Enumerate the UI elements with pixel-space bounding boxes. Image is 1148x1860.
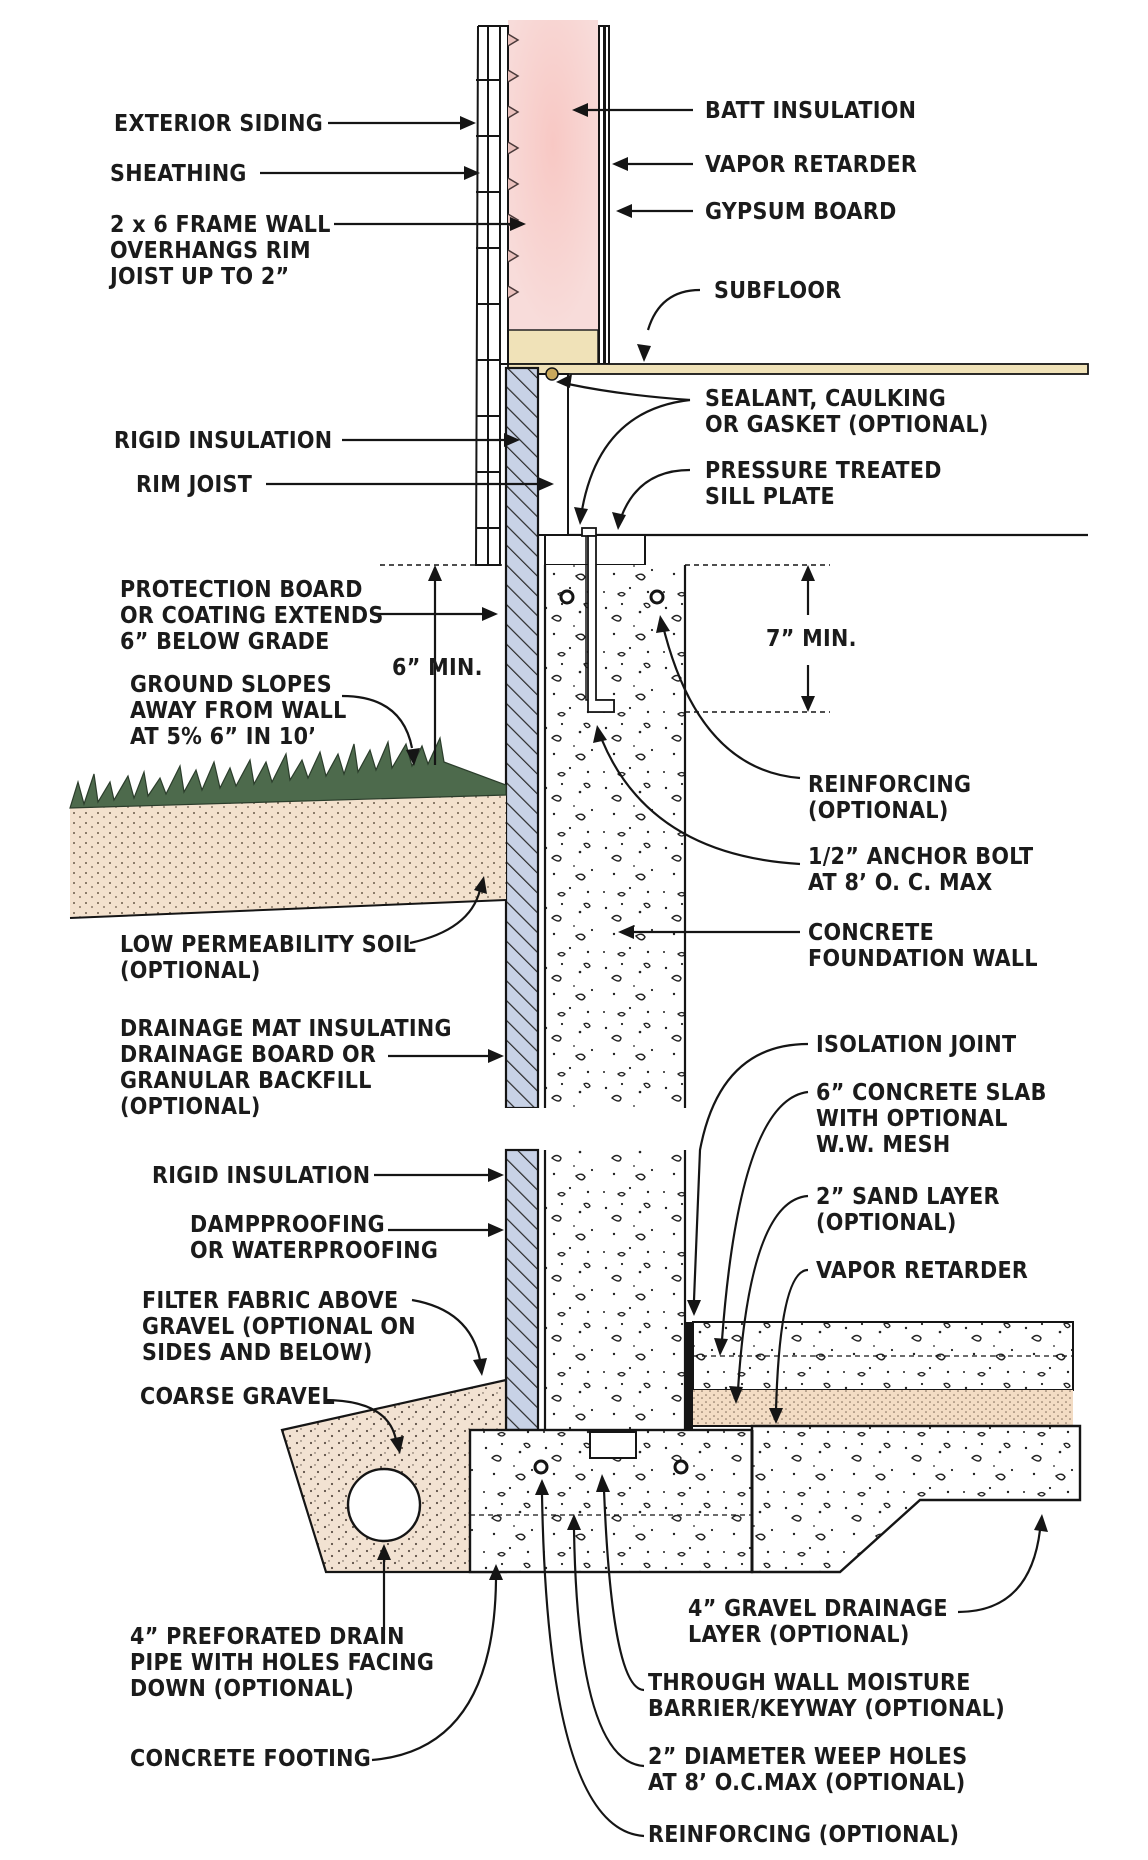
- label-seven-min: 7” MIN.: [766, 626, 857, 652]
- label-frame-wall-1: 2 x 6 FRAME WALL: [110, 212, 331, 238]
- label-sill-plate-2: SILL PLATE: [705, 484, 835, 510]
- sheathing-layer: [499, 25, 509, 365]
- gravel-drainage-layer: [750, 1424, 1082, 1574]
- label-protection-board-3: 6” BELOW GRADE: [120, 629, 330, 655]
- label-rigid-insulation-top: RIGID INSULATION: [114, 428, 332, 454]
- label-concrete-wall-1: CONCRETE: [808, 920, 934, 946]
- label-reinforcing-bottom: REINFORCING (OPTIONAL): [648, 1822, 959, 1848]
- label-concrete-slab-3: W.W. MESH: [816, 1132, 951, 1158]
- label-subfloor: SUBFLOOR: [714, 278, 842, 304]
- label-concrete-footing: CONCRETE FOOTING: [130, 1746, 371, 1772]
- label-sand-layer-2: (OPTIONAL): [816, 1210, 957, 1236]
- label-gravel-drainage-2: LAYER (OPTIONAL): [688, 1622, 910, 1648]
- subfloor-layer: [507, 363, 1089, 375]
- dimension-6-min: [380, 564, 506, 765]
- label-drainage-mat-4: (OPTIONAL): [120, 1094, 261, 1120]
- label-concrete-wall-2: FOUNDATION WALL: [808, 946, 1038, 972]
- label-sand-layer-1: 2” SAND LAYER: [816, 1184, 1000, 1210]
- label-batt-insulation: BATT INSULATION: [705, 98, 916, 124]
- labels: EXTERIOR SIDING SHEATHING 2 x 6 FRAME WA…: [108, 98, 1047, 1848]
- label-frame-wall-3: JOIST UP TO 2”: [108, 264, 289, 290]
- frame-wall: [474, 20, 610, 566]
- label-vapor-retarder-top: VAPOR RETARDER: [705, 152, 917, 178]
- label-drain-pipe-3: DOWN (OPTIONAL): [130, 1676, 354, 1702]
- label-exterior-siding: EXTERIOR SIDING: [114, 111, 323, 137]
- rebar-right-top: [649, 589, 665, 605]
- bottom-plate: [507, 329, 599, 365]
- label-concrete-slab-1: 6” CONCRETE SLAB: [816, 1080, 1047, 1106]
- sealant-bead: [545, 367, 559, 381]
- grass: [69, 735, 507, 809]
- label-drainage-mat-1: DRAINAGE MAT INSULATING: [120, 1016, 452, 1042]
- label-sealant-2: OR GASKET (OPTIONAL): [705, 412, 989, 438]
- label-low-perm-soil-1: LOW PERMEABILITY SOIL: [120, 932, 416, 958]
- label-frame-wall-2: OVERHANGS RIM: [110, 238, 311, 264]
- anchor-bolt: [581, 527, 615, 713]
- label-weep-holes-1: 2” DIAMETER WEEP HOLES: [648, 1744, 967, 1770]
- label-filter-fabric-3: SIDES AND BELOW): [142, 1340, 373, 1366]
- sheathing-nails: [507, 33, 520, 299]
- label-ground-slopes-2: AWAY FROM WALL: [130, 698, 347, 724]
- drain-pipe: [346, 1467, 422, 1543]
- rebar-footing-right: [673, 1459, 689, 1475]
- label-sheathing: SHEATHING: [110, 161, 247, 187]
- label-moisture-barrier-1: THROUGH WALL MOISTURE: [648, 1670, 971, 1696]
- leader-lines: [260, 103, 1048, 1838]
- label-sealant-1: SEALANT, CAULKING: [705, 386, 946, 412]
- vapor-retarder-layer: [603, 26, 606, 364]
- rigid-insulation-lower: [504, 1148, 540, 1432]
- label-reinforcing-top-1: REINFORCING: [808, 772, 971, 798]
- label-dampproofing-2: OR WATERPROOFING: [190, 1238, 438, 1264]
- label-gypsum-board: GYPSUM BOARD: [705, 199, 897, 225]
- label-concrete-slab-2: WITH OPTIONAL: [816, 1106, 1008, 1132]
- label-rim-joist: RIM JOIST: [136, 472, 252, 498]
- concrete-foundation-wall-upper: [545, 565, 685, 1108]
- label-moisture-barrier-2: BARRIER/KEYWAY (OPTIONAL): [648, 1696, 1005, 1722]
- section-break: [500, 1108, 690, 1150]
- batt-insulation: [508, 20, 598, 330]
- label-reinforcing-top-2: (OPTIONAL): [808, 798, 949, 824]
- rebar-footing-left: [533, 1459, 549, 1475]
- rigid-insulation-upper: [504, 366, 540, 1110]
- label-drainage-mat-3: GRANULAR BACKFILL: [120, 1068, 372, 1094]
- label-vapor-retarder-bottom: VAPOR RETARDER: [816, 1258, 1028, 1284]
- label-filter-fabric-2: GRAVEL (OPTIONAL ON: [142, 1314, 416, 1340]
- label-ground-slopes-1: GROUND SLOPES: [130, 672, 332, 698]
- label-weep-holes-2: AT 8’ O.C.MAX (OPTIONAL): [648, 1770, 966, 1796]
- label-isolation-joint: ISOLATION JOINT: [816, 1032, 1016, 1058]
- label-gravel-drainage-1: 4” GRAVEL DRAINAGE: [688, 1596, 948, 1622]
- rebar-left-top: [559, 589, 575, 605]
- label-sill-plate-1: PRESSURE TREATED: [705, 458, 942, 484]
- label-drainage-mat-2: DRAINAGE BOARD OR: [120, 1042, 376, 1068]
- sand-layer-band: [693, 1390, 1073, 1426]
- label-protection-board-2: OR COATING EXTENDS: [120, 603, 384, 629]
- rim-joist-member: [537, 373, 569, 536]
- isolation-joint-strip: [685, 1322, 693, 1430]
- label-anchor-bolt-1: 1/2” ANCHOR BOLT: [808, 844, 1033, 870]
- label-anchor-bolt-2: AT 8’ O. C. MAX: [808, 870, 992, 896]
- dimension-7-min: [685, 564, 830, 713]
- label-dampproofing-1: DAMPPROOFING: [190, 1212, 385, 1238]
- exterior-siding-layer: [474, 25, 501, 566]
- label-six-min: 6” MIN.: [392, 655, 483, 681]
- label-protection-board-1: PROTECTION BOARD: [120, 577, 363, 603]
- label-drain-pipe-2: PIPE WITH HOLES FACING: [130, 1650, 434, 1676]
- label-drain-pipe-1: 4” PREFORATED DRAIN: [130, 1624, 405, 1650]
- label-rigid-insulation-bottom: RIGID INSULATION: [152, 1163, 370, 1189]
- label-ground-slopes-3: AT 5% 6” IN 10’: [130, 724, 316, 750]
- keyway: [589, 1431, 637, 1459]
- label-coarse-gravel: COARSE GRAVEL: [140, 1384, 335, 1410]
- concrete-foundation-wall-lower: [545, 1150, 685, 1430]
- label-filter-fabric-1: FILTER FABRIC ABOVE: [142, 1288, 399, 1314]
- backfill-soil: [70, 785, 506, 918]
- label-low-perm-soil-2: (OPTIONAL): [120, 958, 261, 984]
